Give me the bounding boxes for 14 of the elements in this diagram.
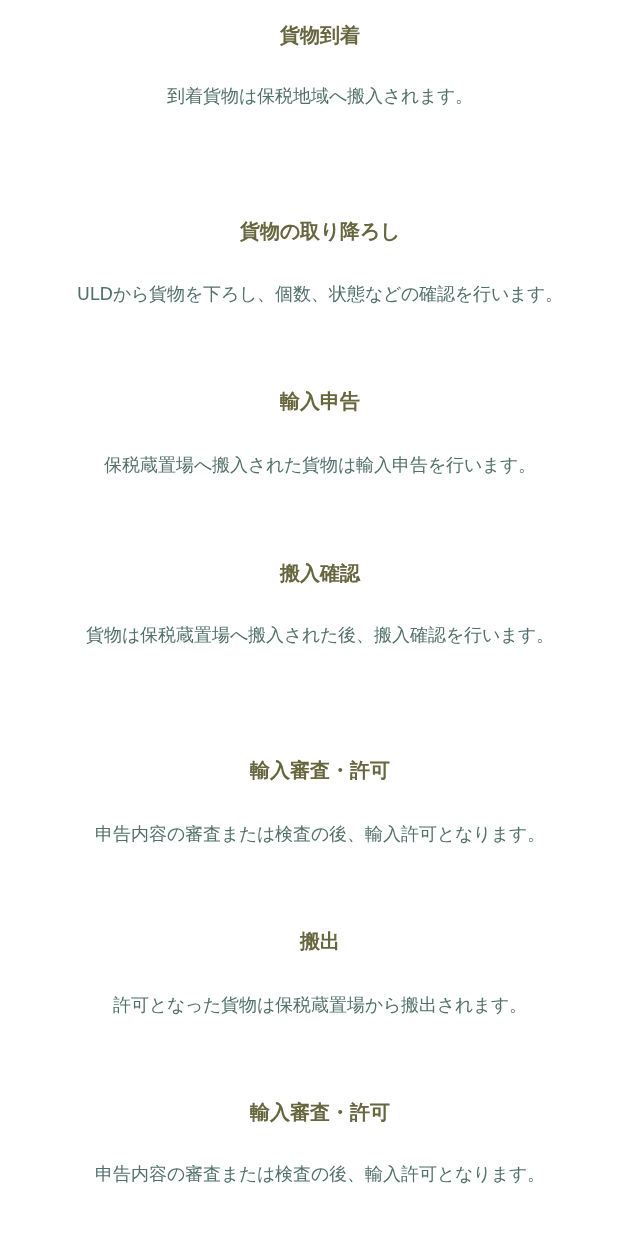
step-title: 貨物到着 bbox=[280, 23, 360, 47]
step-description: 貨物は保税蔵置場へ搬入された後、搬入確認を行います。 bbox=[86, 624, 554, 646]
step-description: ULDから貨物を下ろし、個数、状態などの確認を行います。 bbox=[77, 283, 563, 305]
step-title: 搬出 bbox=[300, 929, 340, 953]
step-description: 申告内容の審査または検査の後、輸入許可となります。 bbox=[95, 823, 545, 845]
step-description: 到着貨物は保税地域へ搬入されます。 bbox=[167, 85, 473, 107]
step-title: 輸入申告 bbox=[280, 389, 360, 413]
step-title: 搬入確認 bbox=[280, 561, 360, 585]
step-description: 保税蔵置場へ搬入された貨物は輸入申告を行います。 bbox=[104, 454, 536, 476]
step-title: 貨物の取り降ろし bbox=[240, 219, 400, 243]
step-title: 輸入審査・許可 bbox=[250, 758, 390, 782]
step-description: 申告内容の審査または検査の後、輸入許可となります。 bbox=[95, 1163, 545, 1185]
step-title: 輸入審査・許可 bbox=[250, 1100, 390, 1124]
step-description: 許可となった貨物は保税蔵置場から搬出されます。 bbox=[113, 994, 527, 1016]
